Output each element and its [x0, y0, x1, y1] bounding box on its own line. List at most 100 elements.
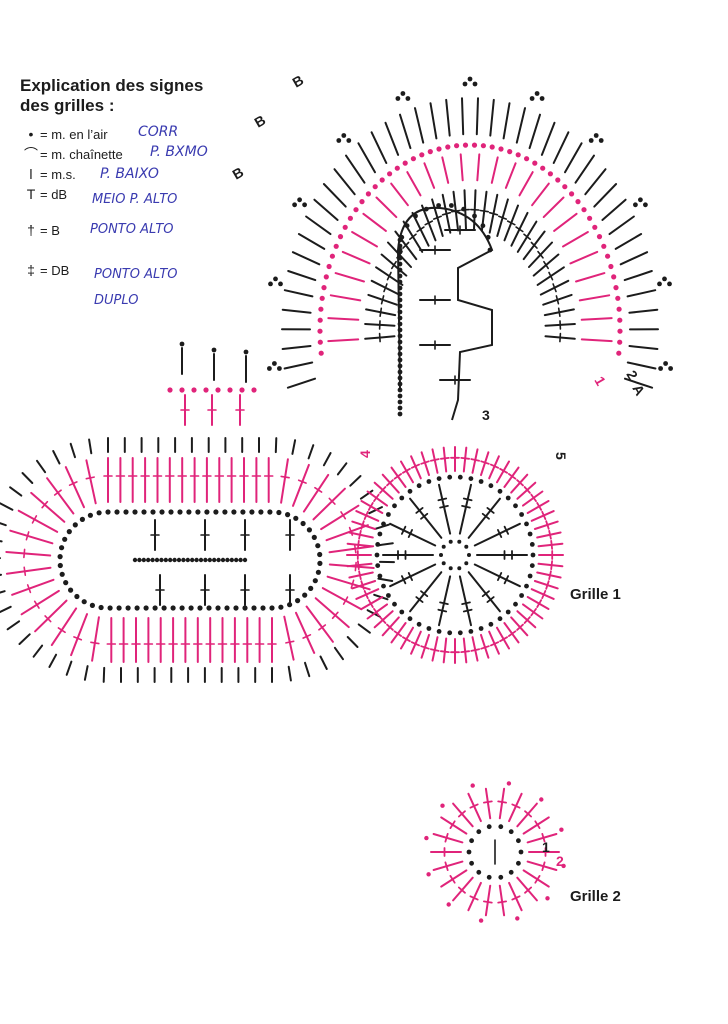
- stitch-mark: [291, 439, 297, 455]
- chain-stitch: [485, 234, 491, 240]
- chain-stitch: [377, 531, 383, 537]
- stitch-mark: [355, 510, 380, 522]
- chain-stitch: [359, 199, 365, 205]
- chain-stitch: [638, 197, 643, 203]
- stitch-mark: [314, 597, 350, 629]
- stitch-mark: [508, 881, 523, 912]
- chain-stitch: [516, 860, 521, 866]
- stitch-mark: [439, 601, 449, 605]
- chain-stitch: [397, 243, 403, 249]
- chain-stitch: [163, 557, 168, 563]
- stitch-mark: [522, 816, 550, 835]
- chain-stitch: [317, 339, 323, 345]
- chain-stitch: [295, 598, 301, 604]
- stitch-mark: [555, 295, 560, 305]
- legend-item-chain: • = m. en l’air: [22, 124, 108, 144]
- stitch-mark: [496, 572, 503, 581]
- chain-stitch: [397, 405, 403, 411]
- stitch-mark: [511, 803, 521, 809]
- stitch-mark: [0, 522, 7, 527]
- chain-stitch: [66, 529, 72, 535]
- chain-stitch: [251, 387, 257, 393]
- chain-stitch: [273, 276, 278, 282]
- stitch-mark: [526, 596, 550, 610]
- legend-item-text: = m. chaînette: [40, 146, 123, 162]
- stitch-mark: [510, 616, 529, 637]
- stitch-mark: [399, 113, 412, 150]
- stitch-mark: [528, 113, 541, 150]
- chain-stitch: [141, 509, 147, 515]
- stitch-mark: [462, 608, 473, 613]
- chain-stitch: [277, 366, 282, 371]
- chain-stitch: [96, 510, 102, 516]
- single-crochet-icon: ǀ: [29, 166, 33, 182]
- stitch-mark: [30, 491, 66, 523]
- chain-stitch: [587, 215, 593, 221]
- chain-stitch: [397, 339, 403, 345]
- stitch-mark: [373, 610, 394, 629]
- chain-stitch: [466, 849, 472, 855]
- chain-stitch: [487, 247, 493, 253]
- stitch-mark: [442, 637, 448, 664]
- chain-stitch: [446, 902, 451, 907]
- stitch-mark: [384, 121, 400, 156]
- stitch-mark: [357, 623, 371, 634]
- chain-stitch: [326, 263, 332, 270]
- chain-stitch: [476, 869, 482, 875]
- stitch-mark: [23, 566, 27, 577]
- chain-stitch: [617, 328, 623, 334]
- chain-stitch: [212, 557, 217, 563]
- stitch-mark: [530, 241, 538, 249]
- chain-stitch: [663, 361, 668, 366]
- chain-stitch: [312, 578, 318, 584]
- chain-stitch: [441, 544, 446, 549]
- stitch-mark: [281, 345, 312, 350]
- stitch-mark: [85, 476, 95, 480]
- stitch-mark: [480, 645, 490, 650]
- stitch-mark: [410, 641, 421, 647]
- chain-stitch: [507, 149, 513, 155]
- stitch-mark: [470, 458, 481, 462]
- stitch-mark: [363, 510, 369, 520]
- stitch-mark: [515, 226, 524, 233]
- chain-stitch: [143, 605, 149, 611]
- chain-stitch: [616, 350, 622, 356]
- stitch-mark: [482, 800, 493, 804]
- marker-row-5: 5: [553, 452, 569, 460]
- chain-stitch: [375, 542, 381, 547]
- chain-stitch: [643, 202, 648, 208]
- marker-b2: B: [252, 112, 269, 131]
- stitch-mark: [578, 294, 611, 302]
- chain-stitch: [508, 869, 514, 875]
- stitch-mark: [475, 97, 479, 136]
- chain-stitch: [575, 199, 581, 205]
- chain-stitch: [311, 534, 317, 541]
- chain-stitch: [608, 263, 614, 270]
- stitch-mark: [378, 542, 394, 547]
- stitch-mark: [444, 861, 449, 871]
- stitch-mark: [522, 603, 544, 620]
- chain-stitch: [524, 156, 530, 162]
- stitch-mark: [516, 623, 524, 631]
- stitch-mark: [503, 575, 510, 585]
- stitch-mark: [429, 458, 440, 462]
- chain-stitch: [267, 366, 272, 371]
- stitch-mark: [497, 800, 508, 804]
- chain-stitch: [515, 916, 520, 921]
- stitch-mark: [569, 250, 599, 265]
- chain-stitch: [154, 557, 160, 563]
- stitch-mark: [69, 442, 76, 459]
- chain-stitch: [323, 274, 329, 280]
- chain-stitch: [457, 566, 462, 571]
- stitch-mark: [503, 622, 520, 644]
- stitch-mark: [348, 571, 374, 579]
- chain-stitch: [341, 133, 347, 138]
- stitch-mark: [400, 525, 407, 535]
- chain-stitch: [57, 554, 63, 560]
- chain-stitch: [319, 295, 325, 301]
- stitch-mark: [480, 460, 490, 465]
- stitch-mark: [452, 876, 474, 902]
- stitch-mark: [373, 493, 380, 503]
- chain-stitch: [488, 483, 494, 489]
- chain-stitch: [276, 509, 282, 516]
